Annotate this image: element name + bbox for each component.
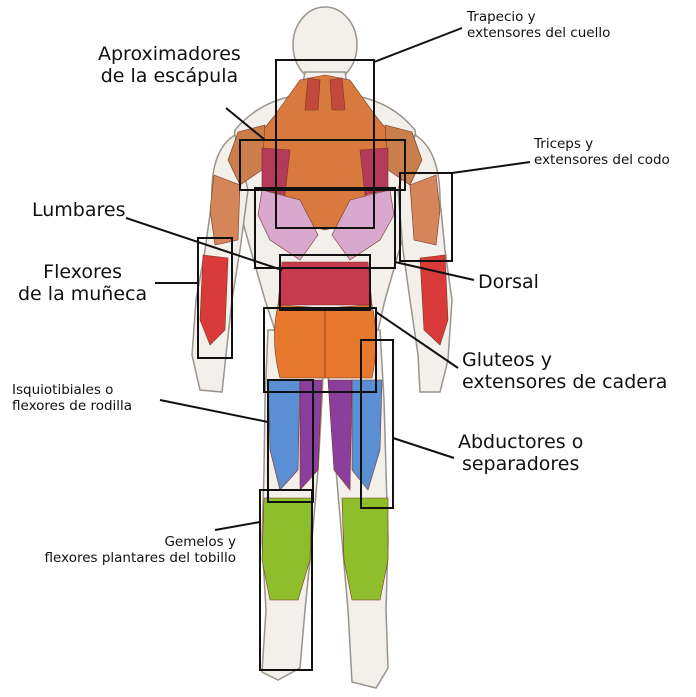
leader-triceps — [452, 162, 530, 173]
triceps-left — [210, 175, 240, 245]
label-dorsal: Dorsal — [478, 272, 539, 294]
label-dorsal-line1: Dorsal — [478, 272, 539, 294]
label-gemelos: Gemelos y flexores plantares del tobillo — [22, 535, 236, 566]
label-triceps-line2: extensores del codo — [534, 153, 670, 169]
label-trapecio: Trapecio y extensores del cuello — [467, 10, 610, 41]
hamstring-left-purple — [300, 380, 322, 490]
label-trapecio-line1: Trapecio y — [467, 10, 610, 26]
muscles — [200, 75, 448, 600]
leader-gemelos — [215, 522, 260, 530]
label-triceps-line1: Triceps y — [534, 137, 670, 153]
leader-abductores — [393, 438, 454, 458]
calf-right — [342, 498, 388, 600]
neck-extensor-right — [330, 78, 345, 110]
gluteus-right — [325, 305, 376, 378]
label-gluteos-line2: extensores de cadera — [462, 372, 667, 394]
label-gemelos-line1: Gemelos y — [22, 535, 236, 551]
label-flexores-muneca: Flexores de la muñeca — [18, 262, 147, 306]
label-isquiotibiales-line2: flexores de rodilla — [12, 399, 132, 415]
hamstring-right-purple — [328, 380, 352, 490]
label-gluteos: Gluteos y extensores de cadera — [462, 350, 667, 394]
label-flexores-line2: de la muñeca — [18, 284, 147, 306]
leader-isquiotibiales — [160, 400, 268, 422]
neck-extensor-left — [305, 78, 320, 110]
label-aproximadores-line1: Aproximadores — [98, 44, 241, 66]
label-flexores-line1: Flexores — [18, 262, 147, 284]
label-gemelos-line2: flexores plantares del tobillo — [22, 551, 236, 567]
leader-trapecio — [374, 28, 462, 62]
label-abductores-line1: Abductores o — [458, 432, 583, 454]
label-isquiotibiales-line1: Isquiotibiales o — [12, 383, 132, 399]
label-aproximadores-line2: de la escápula — [98, 66, 241, 88]
label-triceps: Triceps y extensores del codo — [534, 137, 670, 168]
label-lumbares: Lumbares — [32, 200, 126, 222]
label-aproximadores: Aproximadores de la escápula — [98, 44, 241, 88]
label-trapecio-line2: extensores del cuello — [467, 26, 610, 42]
label-isquiotibiales: Isquiotibiales o flexores de rodilla — [12, 383, 132, 414]
label-lumbares-line1: Lumbares — [32, 200, 126, 222]
label-gluteos-line1: Gluteos y — [462, 350, 667, 372]
label-abductores: Abductores o separadores — [458, 432, 583, 476]
triceps-right — [410, 175, 440, 245]
label-abductores-line2: separadores — [458, 454, 583, 476]
gluteus-left — [274, 305, 325, 378]
